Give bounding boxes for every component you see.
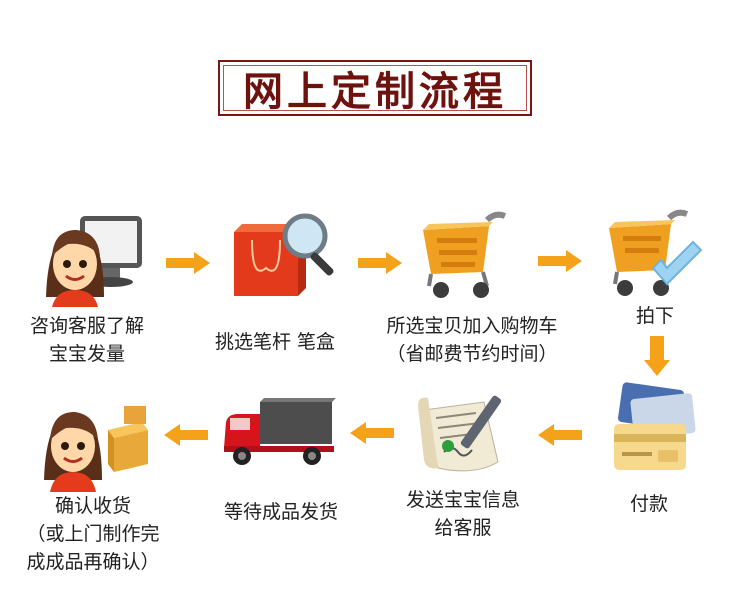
step-8-line-1: 确认收货 xyxy=(54,495,131,517)
step-8-label: 确认收货 （或上门制作完 成成品再确认） xyxy=(10,492,176,576)
title-box: 网上定制流程 xyxy=(218,60,532,116)
step-3-line-2: （省邮费节约时间） xyxy=(386,343,558,365)
step-6-line-2: 给客服 xyxy=(434,517,492,539)
arrow-left-icon xyxy=(164,424,208,446)
arrow-left-icon xyxy=(538,424,582,446)
step-3-line-1: 所选宝贝加入购物车 xyxy=(386,315,558,337)
step-3-label: 所选宝贝加入购物车 （省邮费节约时间） xyxy=(372,312,572,368)
step-5-line-1: 付款 xyxy=(629,493,668,515)
document-pen-icon xyxy=(418,395,502,472)
step-7-line-1: 等待成品发货 xyxy=(223,501,338,523)
shopping-cart-icon xyxy=(423,211,507,298)
customer-service-icon xyxy=(46,216,142,307)
step-8-line-3: 成成品再确认） xyxy=(26,551,160,573)
receive-package-icon xyxy=(44,406,148,492)
arrow-down-icon xyxy=(644,336,670,376)
arrow-right-icon xyxy=(166,252,210,274)
shopping-bag-search-icon xyxy=(234,213,334,296)
step-6-line-1: 发送宝宝信息 xyxy=(405,489,520,511)
step-2-label: 挑选笔杆 笔盒 xyxy=(192,328,358,356)
arrow-left-icon xyxy=(350,422,394,444)
cart-check-icon xyxy=(609,209,703,296)
page-title: 网上定制流程 xyxy=(243,68,507,115)
step-2-line-1: 挑选笔杆 笔盒 xyxy=(214,331,336,353)
step-5-label: 付款 xyxy=(604,490,694,518)
credit-cards-icon xyxy=(614,382,696,470)
step-6-label: 发送宝宝信息 给客服 xyxy=(380,486,546,542)
delivery-truck-icon xyxy=(224,398,336,465)
step-1-line-2: 宝宝发量 xyxy=(48,343,125,365)
step-7-label: 等待成品发货 xyxy=(198,498,364,526)
step-1-line-1: 咨询客服了解 xyxy=(29,315,144,337)
step-4-label: 拍下 xyxy=(610,302,700,330)
step-8-line-2: （或上门制作完 xyxy=(26,523,160,545)
arrow-right-icon xyxy=(358,252,402,274)
step-4-line-1: 拍下 xyxy=(635,305,674,327)
step-1-label: 咨询客服了解 宝宝发量 xyxy=(4,312,170,368)
arrow-right-icon xyxy=(538,250,582,272)
